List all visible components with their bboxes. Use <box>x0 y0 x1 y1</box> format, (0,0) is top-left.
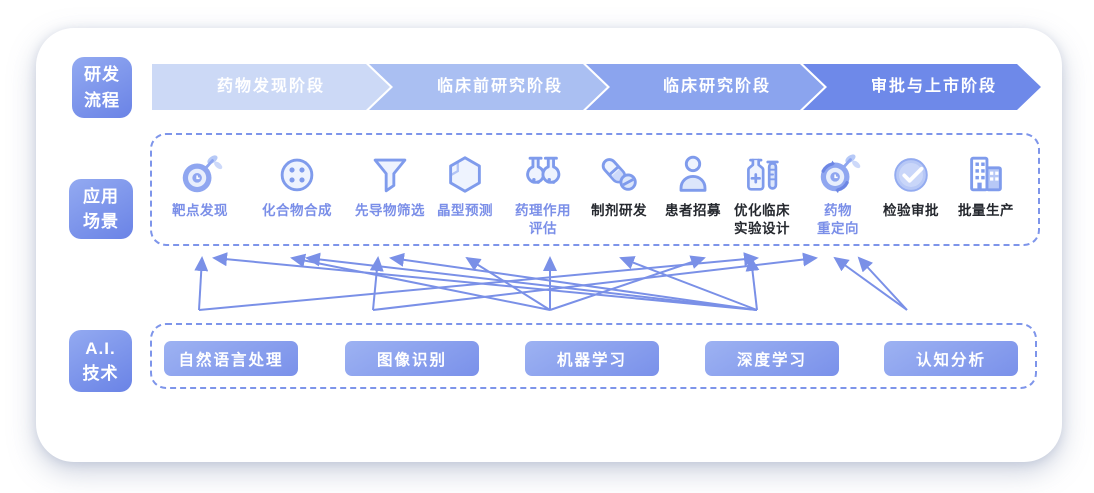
process-stage-label: 药物发现阶段 <box>216 78 325 95</box>
scenario-item-4: 晶型预测 <box>415 150 515 220</box>
scenario-item-7: 患者招募 <box>643 150 743 220</box>
scenario-item-9: 药物重定向 <box>788 150 888 237</box>
scenario-row-label-line2: 场景 <box>83 212 119 231</box>
scenario-item-label: 检验审批 <box>883 203 939 218</box>
scenario-item-label: 药物重定向 <box>817 203 859 236</box>
scenario-item-label: 患者招募 <box>665 203 721 218</box>
scenario-item-label: 化合物合成 <box>262 203 332 218</box>
scenario-item-1: 靶点发现 <box>150 150 250 220</box>
scenario-item-3: 先导物筛选 <box>340 150 440 220</box>
crystal-icon <box>442 150 488 198</box>
ai-tech-5: 认知分析 <box>884 341 1018 376</box>
scenario-item-6: 制剂研发 <box>569 150 669 220</box>
process-stage-4: 审批与上市阶段 <box>803 64 1041 110</box>
process-stage-2: 临床前研究阶段 <box>369 64 607 110</box>
target-icon <box>177 150 223 198</box>
scenario-item-label: 制剂研发 <box>591 203 647 218</box>
process-stage-1: 药物发现阶段 <box>152 64 390 110</box>
ai-tech-2: 图像识别 <box>345 341 479 376</box>
ai-row-label-line1: A.I. <box>85 338 116 358</box>
bottle-icon <box>739 150 785 198</box>
process-stage-label: 审批与上市阶段 <box>870 78 997 95</box>
scenario-item-5: 药理作用评估 <box>493 150 593 237</box>
scenario-item-label: 优化临床实验设计 <box>734 203 790 236</box>
scenario-row-label-line1: 应用 <box>83 186 119 206</box>
check-icon <box>888 150 934 198</box>
retarget-icon <box>815 150 861 198</box>
process-row-label-line1: 研发 <box>84 65 120 84</box>
scenario-item-label: 药理作用评估 <box>515 203 571 236</box>
ai-tech-4: 深度学习 <box>705 341 839 376</box>
scenario-item-label: 晶型预测 <box>437 203 493 218</box>
scenario-item-label: 先导物筛选 <box>355 203 425 218</box>
scenario-item-8: 优化临床实验设计 <box>712 150 812 237</box>
scenario-item-11: 批量生产 <box>936 150 1036 220</box>
factory-icon <box>963 150 1009 198</box>
ai-row-label-line2: 技术 <box>82 364 119 383</box>
process-stage-label: 临床研究阶段 <box>662 78 771 95</box>
scenario-item-label: 靶点发现 <box>172 203 228 218</box>
process-row-label: 研发 流程 <box>72 57 132 118</box>
scenario-item-label: 批量生产 <box>958 203 1014 218</box>
compound-icon <box>274 150 320 198</box>
ai-tech-1: 自然语言处理 <box>164 341 298 376</box>
person-icon <box>670 150 716 198</box>
pills-icon <box>596 150 642 198</box>
scenario-item-10: 检验审批 <box>861 150 961 220</box>
funnel-icon <box>367 150 413 198</box>
ai-row-label: A.I. 技术 <box>69 330 132 392</box>
process-stage-3: 临床研究阶段 <box>586 64 824 110</box>
process-stage-label: 临床前研究阶段 <box>436 78 563 95</box>
scenario-container <box>150 133 1040 246</box>
ai-tech-3: 机器学习 <box>525 341 659 376</box>
process-row-label-line2: 流程 <box>84 90 120 110</box>
flasks-icon <box>520 150 566 198</box>
scenario-item-2: 化合物合成 <box>247 150 347 220</box>
ai-container <box>150 323 1037 389</box>
scenario-row-label: 应用 场景 <box>69 179 133 239</box>
